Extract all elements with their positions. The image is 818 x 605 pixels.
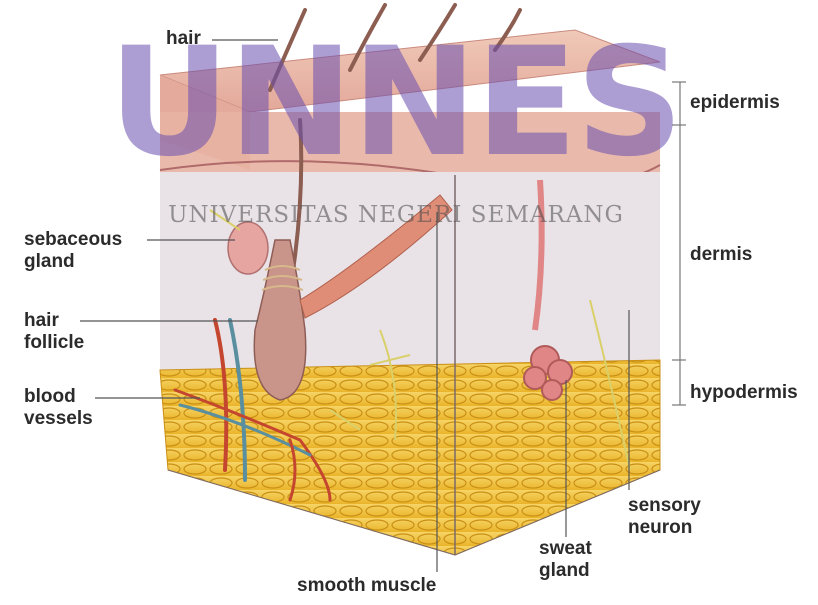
label-sweat-gland: sweat gland bbox=[539, 538, 592, 582]
label-blood-vessels: blood vessels bbox=[24, 386, 93, 430]
label-sensory-neuron: sensory neuron bbox=[628, 495, 701, 539]
watermark-subtitle: UNIVERSITAS NEGERI SEMARANG bbox=[96, 202, 696, 228]
label-epidermis: epidermis bbox=[690, 92, 780, 114]
label-hypodermis: hypodermis bbox=[690, 382, 798, 404]
label-smooth-muscle: smooth muscle bbox=[297, 575, 436, 597]
label-hair-follicle: hair follicle bbox=[24, 310, 84, 354]
watermark-logo-text: UNNES bbox=[95, 28, 695, 178]
label-dermis: dermis bbox=[690, 244, 752, 266]
label-hair: hair bbox=[166, 28, 201, 50]
hypodermis-layer bbox=[160, 360, 660, 555]
sebaceous-gland bbox=[228, 222, 268, 274]
label-sebaceous-gland: sebaceous gland bbox=[24, 229, 122, 273]
